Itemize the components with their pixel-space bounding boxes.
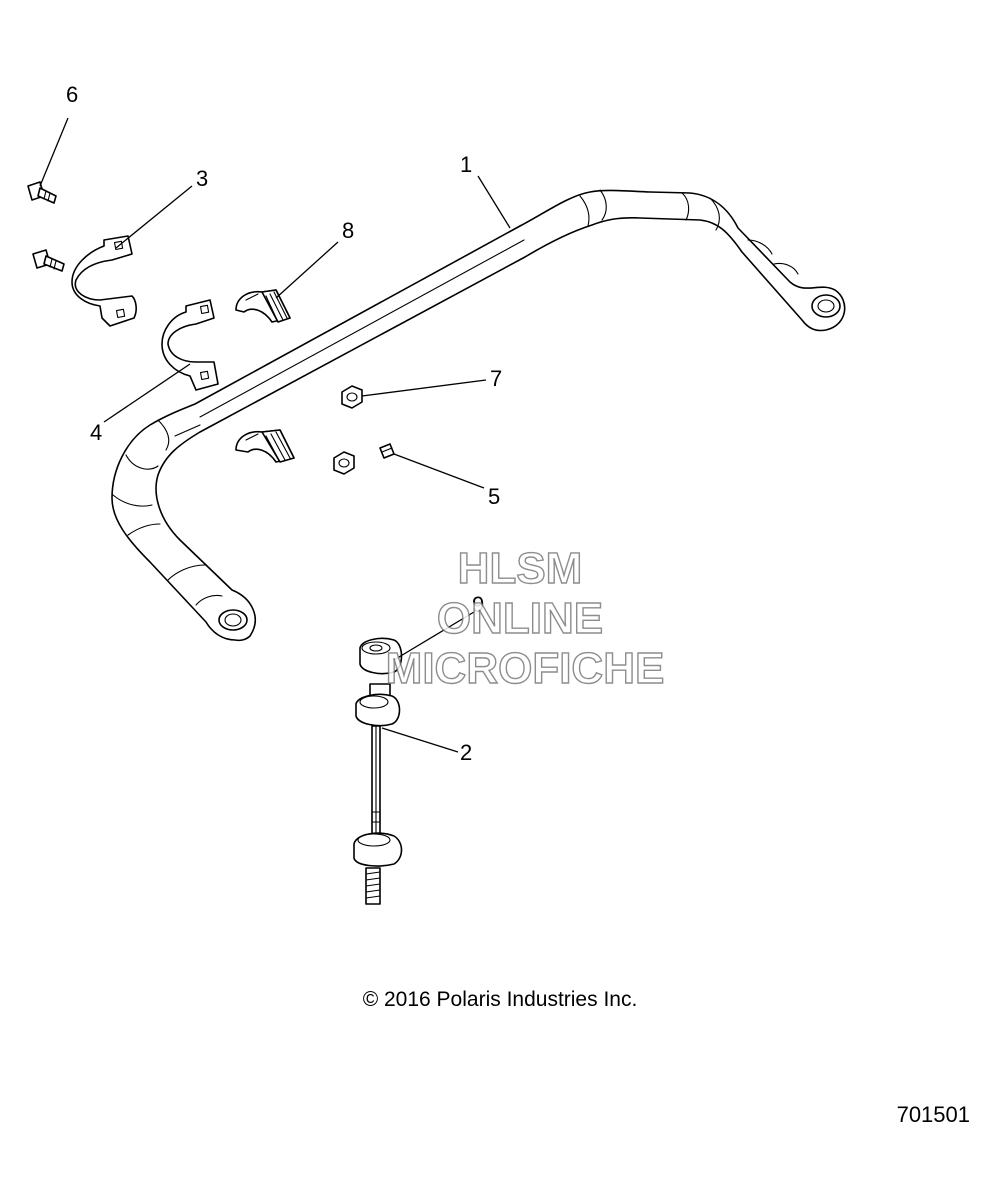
leader-4 bbox=[103, 363, 191, 423]
bushing-upper bbox=[235, 289, 291, 323]
leader-9 bbox=[393, 611, 475, 661]
leader-7 bbox=[361, 379, 487, 397]
callout-6: 6 bbox=[66, 82, 78, 107]
callout-2: 2 bbox=[460, 740, 472, 765]
callout-9: 9 bbox=[472, 592, 484, 617]
bracket-clamp-lower bbox=[161, 299, 219, 391]
grease-fitting bbox=[379, 443, 395, 459]
bracket-clamp-upper bbox=[71, 235, 137, 327]
callout-8: 8 bbox=[342, 218, 354, 243]
leader-5 bbox=[393, 453, 485, 489]
callout-3: 3 bbox=[196, 166, 208, 191]
leader-3 bbox=[115, 185, 193, 249]
leader-1 bbox=[477, 175, 511, 229]
link-rod-assembly bbox=[353, 637, 403, 905]
bushing-lower bbox=[235, 429, 295, 463]
callouts: 1 2 3 4 5 6 7 8 9 bbox=[66, 82, 502, 765]
callout-1: 1 bbox=[460, 152, 472, 177]
bolt-lower bbox=[32, 249, 65, 272]
callout-5: 5 bbox=[488, 484, 500, 509]
callout-7: 7 bbox=[490, 366, 502, 391]
callout-4: 4 bbox=[90, 420, 102, 445]
watermark-line-1: HLSM bbox=[458, 544, 583, 593]
leader-6 bbox=[39, 117, 69, 187]
watermark: HLSM ONLINE MICROFICHE bbox=[385, 543, 665, 693]
watermark-line-3: MICROFICHE bbox=[386, 644, 665, 693]
figure-number: 701501 bbox=[896, 1102, 970, 1127]
leader-lines bbox=[39, 117, 511, 753]
bolt-upper bbox=[27, 181, 57, 204]
leader-8 bbox=[275, 241, 339, 299]
nut-lower bbox=[333, 451, 355, 475]
leader-2 bbox=[381, 727, 459, 753]
stabilizer-bar bbox=[111, 189, 846, 642]
copyright-notice: © 2016 Polaris Industries Inc. bbox=[362, 988, 638, 1011]
nut-upper bbox=[341, 385, 363, 409]
watermark-line-2: ONLINE bbox=[437, 594, 603, 643]
